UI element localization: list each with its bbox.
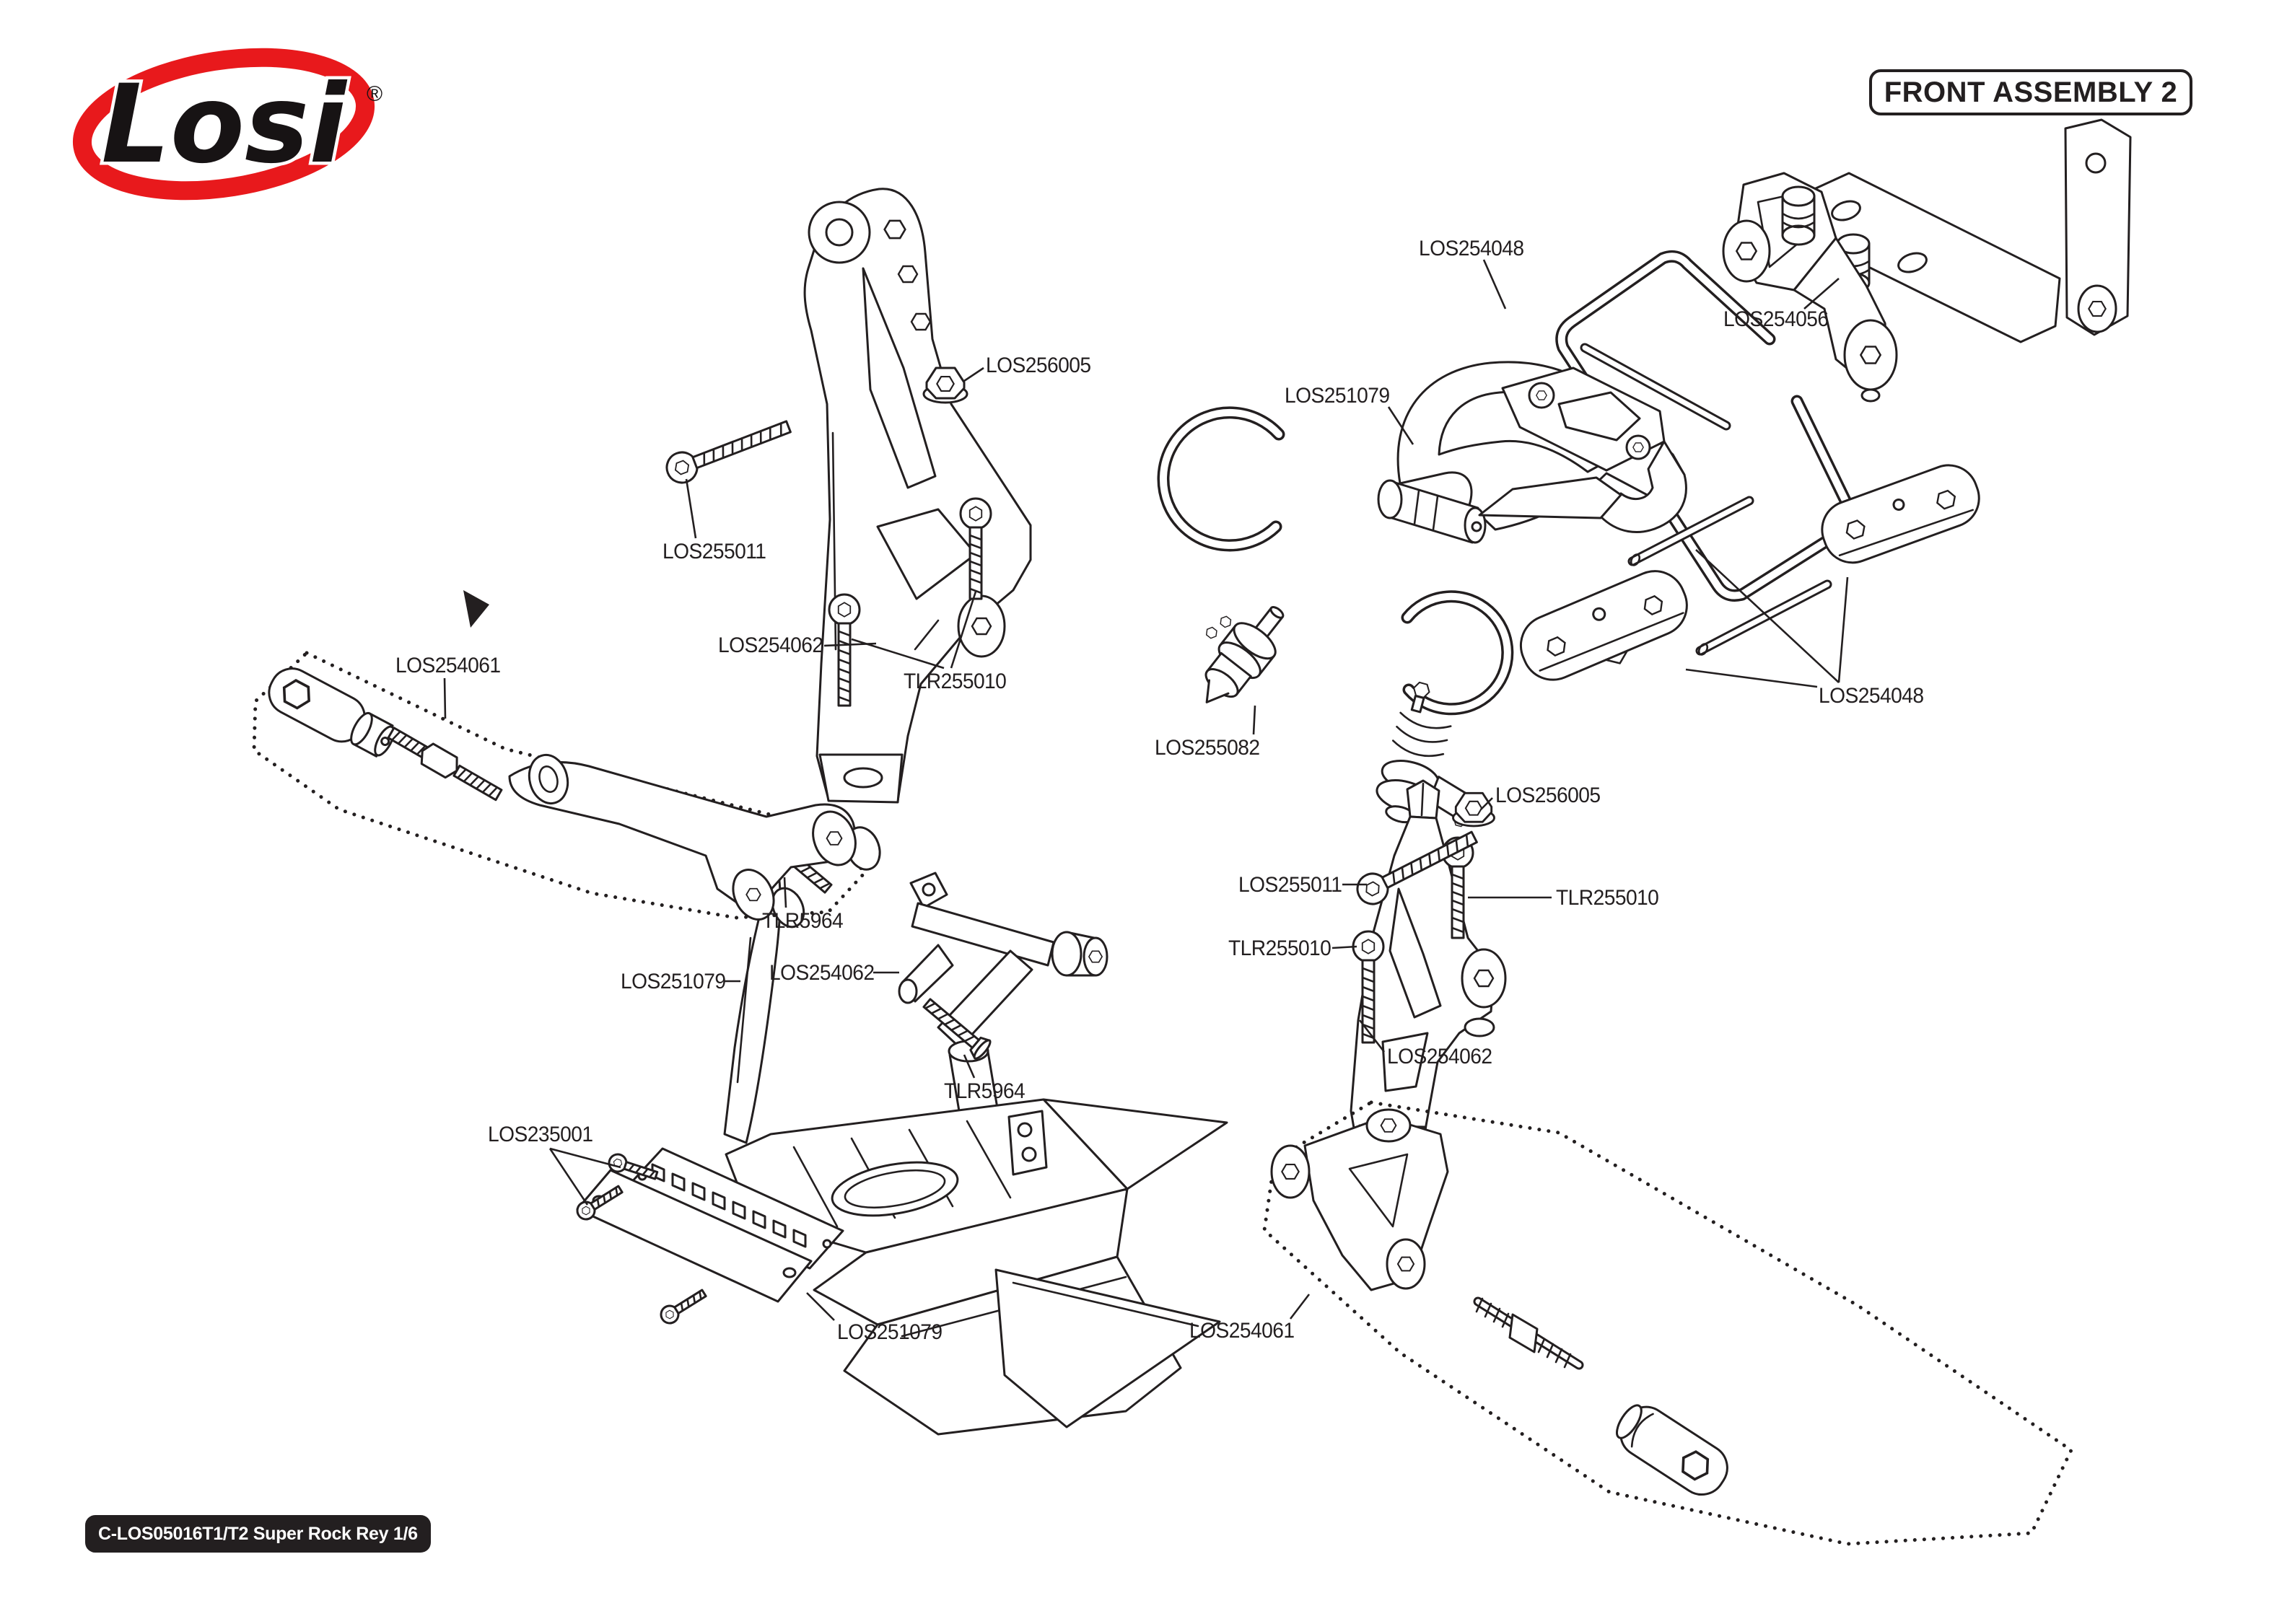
part-label: LOS235001	[488, 1123, 593, 1146]
bumper-brace-drawing	[761, 830, 1108, 1132]
leader-lines	[443, 259, 1849, 1321]
part-label: LOS254061	[1189, 1319, 1295, 1343]
bumper-assembly-drawing	[574, 860, 1228, 1436]
part-label: LOS255082	[1155, 736, 1260, 760]
camber-link-group-right	[1262, 1100, 2073, 1546]
part-code-text: C-LOS05016T1/T2 Super Rock Rey 1/6	[98, 1523, 418, 1544]
part-label: LOS254061	[395, 654, 501, 677]
steering-stop-assembly-drawing	[1203, 606, 1481, 828]
part-label: TLR5964	[762, 909, 844, 933]
brand-logo-text: Losi	[101, 62, 348, 188]
part-label: LOS255011	[662, 540, 766, 563]
body-clip-drawing	[1157, 406, 1514, 716]
logo-swoosh	[72, 48, 375, 201]
part-label: LOS254048	[1819, 684, 1924, 708]
bellcrank-assembly-drawing	[1722, 118, 2132, 403]
upper-arm-left-drawing	[662, 188, 1032, 804]
part-label: LOS256005	[1495, 784, 1601, 807]
hinge-pin-brace-drawing	[1519, 464, 1980, 681]
part-label: TLR255010	[1228, 936, 1331, 960]
assembly-title-box: FRONT ASSEMBLY 2	[1869, 69, 2192, 115]
part-label: LOS251079	[837, 1320, 943, 1344]
part-label: LOS255011	[1238, 873, 1342, 897]
assembly-title: FRONT ASSEMBLY 2	[1884, 76, 2178, 108]
part-label: LOS254062	[1387, 1045, 1492, 1068]
part-label: LOS254062	[769, 961, 875, 985]
part-label: TLR255010	[1556, 886, 1659, 910]
part-label: TLR5964	[944, 1079, 1026, 1103]
part-label: LOS254056	[1723, 307, 1829, 331]
losi-logo: Losi ®	[72, 48, 382, 201]
caster-arm-drawing	[1377, 361, 1687, 544]
part-label: LOS251079	[1285, 384, 1390, 408]
part-label: TLR255010	[904, 670, 1007, 693]
camber-link-group-left	[252, 590, 881, 929]
part-code-badge: C-LOS05016T1/T2 Super Rock Rey 1/6	[85, 1515, 431, 1553]
part-label: LOS251079	[621, 970, 726, 993]
part-label: LOS254048	[1419, 237, 1524, 260]
part-label: LOS256005	[986, 354, 1091, 377]
registered-mark: ®	[367, 82, 382, 106]
part-label: LOS254062	[718, 633, 823, 657]
